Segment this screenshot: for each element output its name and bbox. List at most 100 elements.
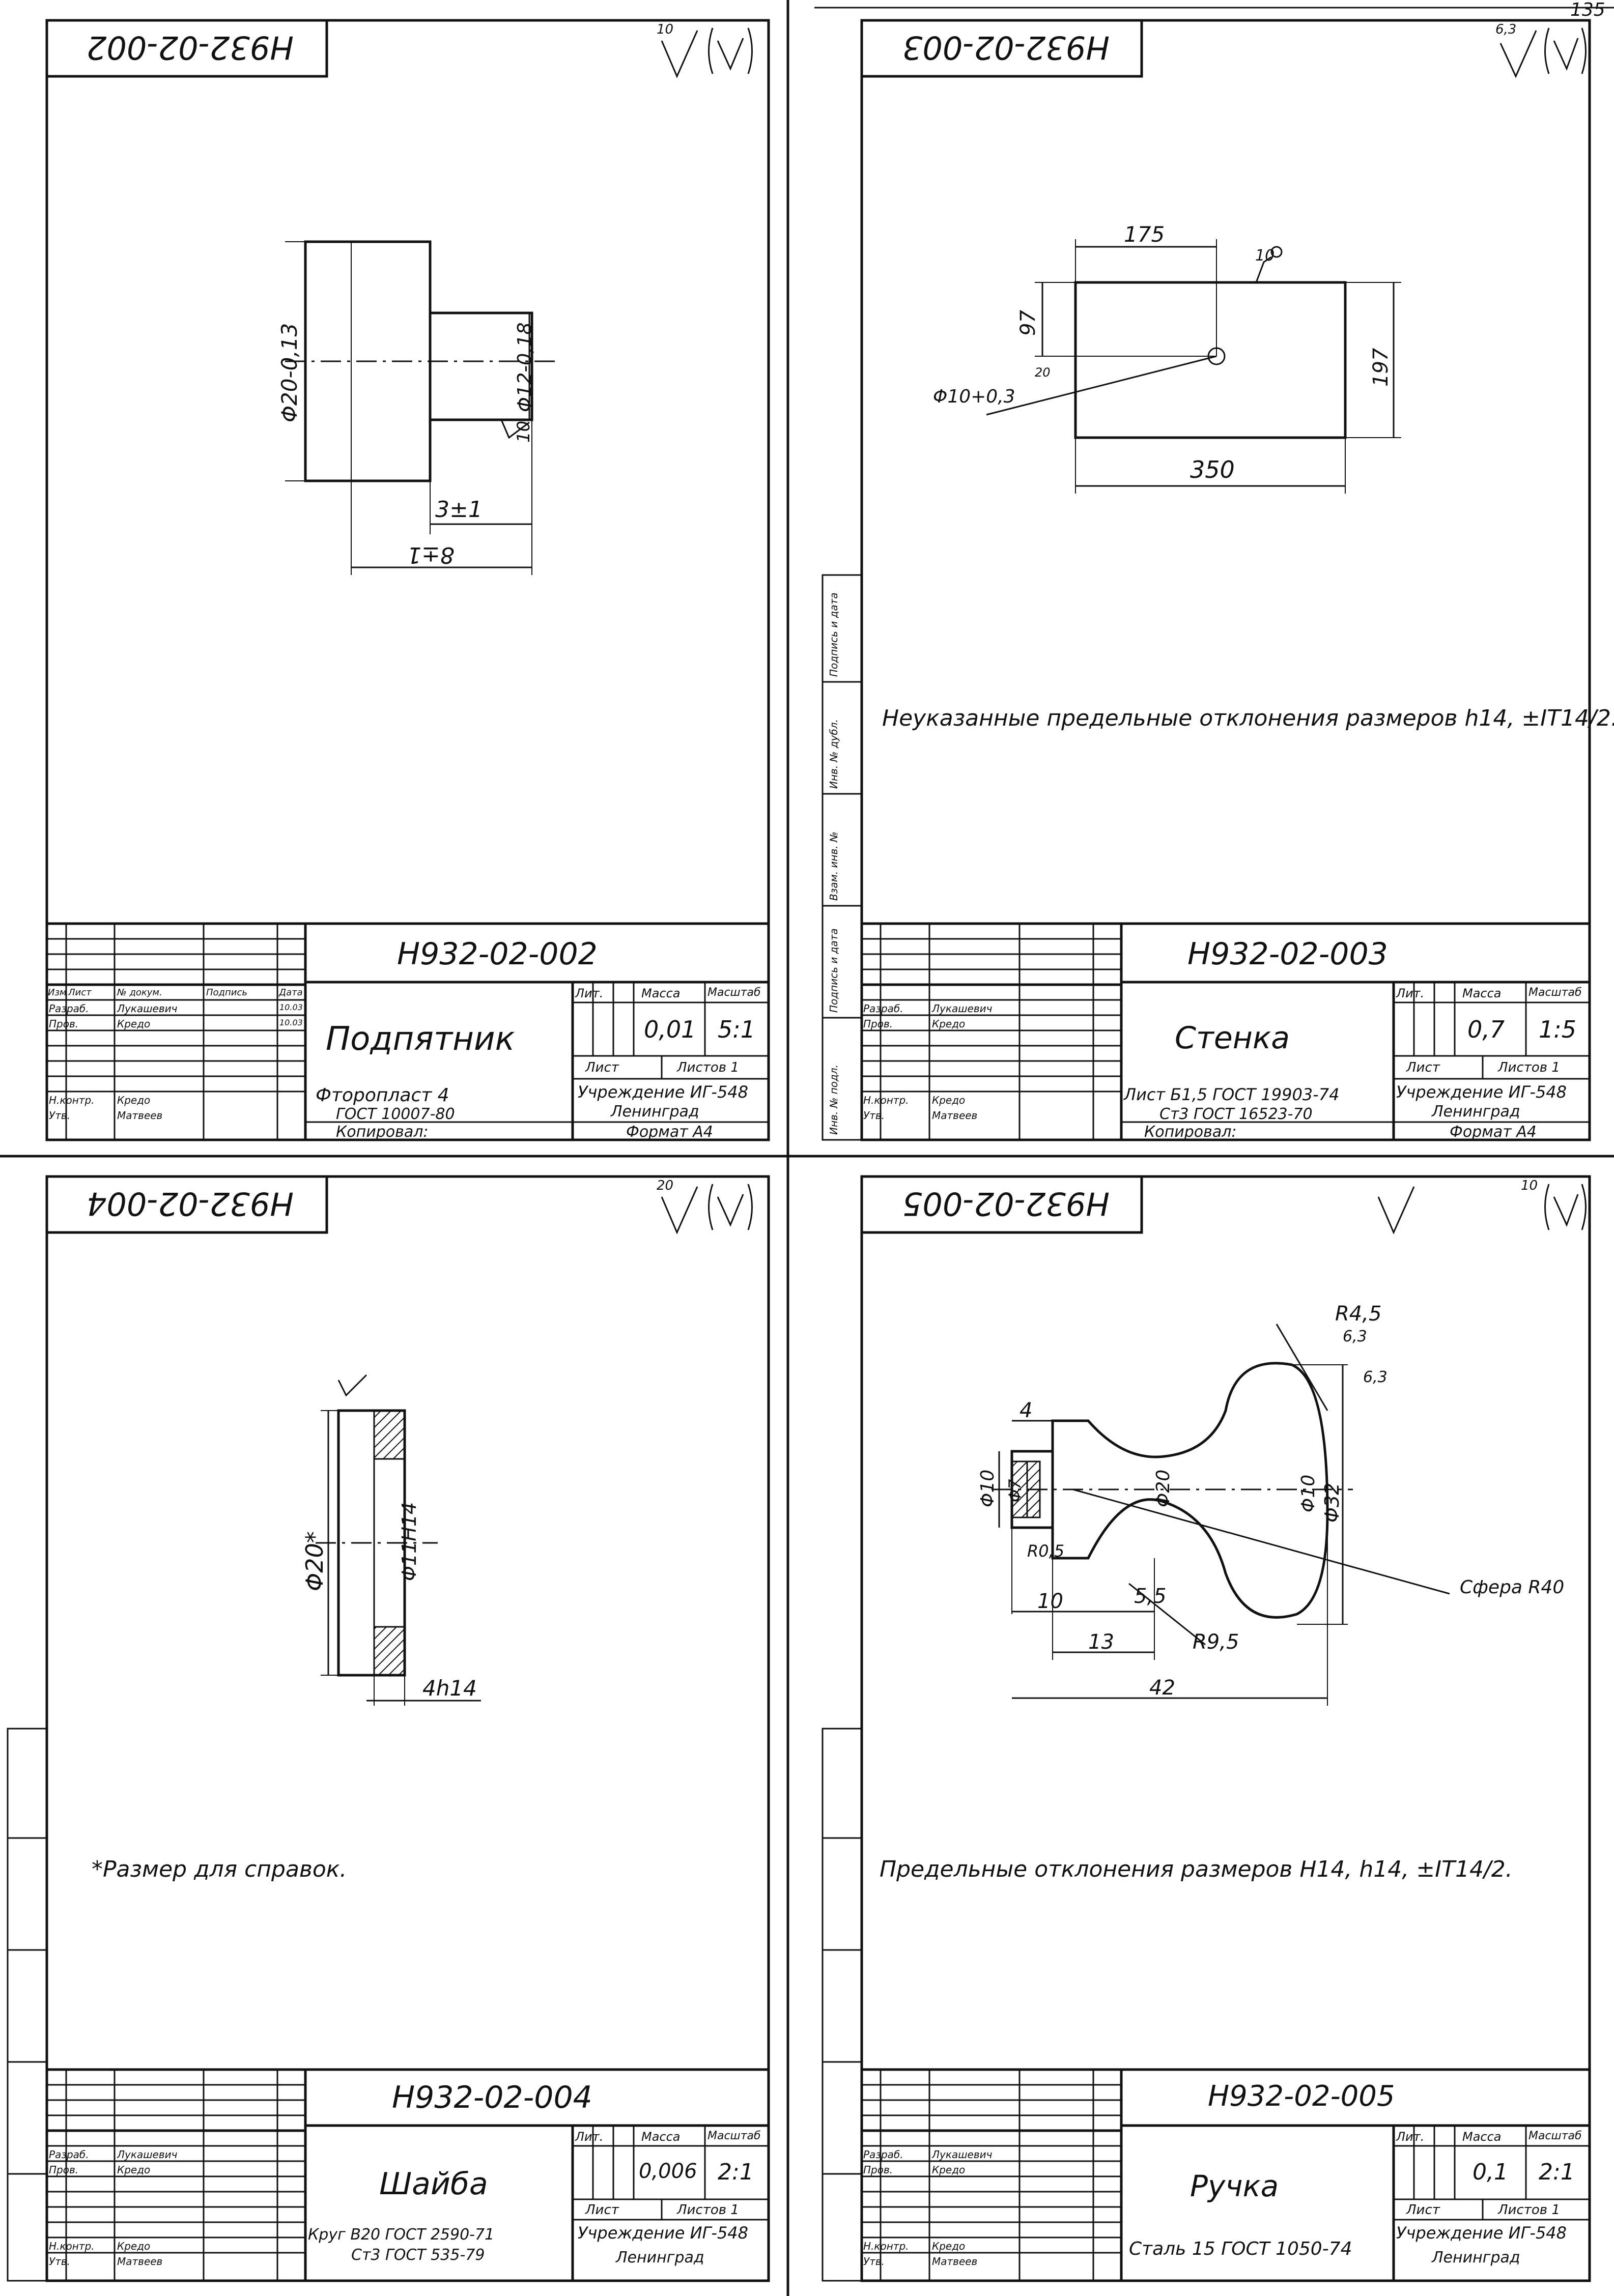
sheet-005-prov-name: Кредо: [932, 2164, 966, 2176]
sheet-002-scale: 5:1: [718, 1016, 756, 1043]
sheet-005-hdr-lit: Лит.: [1396, 2130, 1425, 2144]
sheet-003: H932-02-003 6,3 175 97 197 350 Φ10+0,3 2…: [788, 0, 1614, 1156]
sheet-002-code: H932-02-002: [397, 936, 598, 972]
hdr-date: Дата: [279, 987, 303, 998]
sheet-003-roughness: 6,3: [1495, 22, 1517, 37]
sheet-002-material-2: ГОСТ 10007-80: [336, 1105, 455, 1123]
sheet-004-frame: [7, 1175, 770, 2282]
sheet-003-utv: Утв.: [863, 1109, 885, 1122]
sheet-003-side-4: Инв. № дубл.: [828, 719, 840, 789]
sheet-005-nkontr-name: Кредо: [932, 2240, 966, 2252]
sheet-003-razrab: Разраб.: [863, 1002, 903, 1015]
nkontr-name: Кредо: [117, 1094, 151, 1106]
row-nkontr: Н.контр.: [49, 1094, 95, 1106]
sheet-003-side-2: Подпись и дата: [828, 928, 840, 1013]
sheet-005-material-1: Сталь 15 ГОСТ 1050-74: [1129, 2238, 1352, 2259]
sheet-003-nkontr-name: Кредо: [932, 1094, 966, 1106]
sheet-005-title: Ручка: [1190, 2169, 1279, 2203]
dim-d10: Φ10: [977, 1469, 998, 1507]
row-razrab: Разраб.: [49, 1002, 89, 1015]
sheet-004-roughness: 20: [657, 1178, 674, 1193]
sheet-004-listov: Листов 1: [677, 2202, 739, 2218]
sheet-002-format: Формат А4: [626, 1123, 713, 1141]
sheet-002-code-box: H932-02-002: [87, 29, 294, 66]
sheet-004-razrab-name: Лукашевич: [117, 2148, 178, 2161]
prov-name: Кредо: [117, 1018, 151, 1030]
sheet-003-frame: [822, 19, 1591, 1141]
sheet-002-org-2: Ленинград: [611, 1103, 699, 1121]
dim-8: 8±1: [407, 542, 455, 568]
sheet-005-code: H932-02-005: [1208, 2080, 1395, 2113]
sheet-003-material-2: Ст3 ГОСТ 16523-70: [1159, 1105, 1313, 1123]
sheet-005-org-1: Учреждение ИГ-548: [1396, 2223, 1567, 2243]
sheet-002-list: Лист: [585, 1060, 619, 1075]
sheet-004-org-2: Ленинград: [616, 2249, 704, 2266]
dim-hole: Φ10+0,3: [933, 386, 1015, 407]
hdr-lit: Лит.: [575, 986, 604, 1000]
page-number: 135: [1570, 0, 1605, 20]
sheet-005-roughness: 10: [1521, 1178, 1538, 1193]
dim-sphere: Сфера R40: [1460, 1577, 1565, 1598]
sheet-004-code-box: H932-02-004: [87, 1185, 294, 1222]
utv-name: Матвеев: [117, 1109, 163, 1122]
dim-r20: 20: [1035, 365, 1051, 380]
dim-r05: R0,5: [1027, 1541, 1065, 1561]
sheet-004-material-1: Круг В20 ГОСТ 2590-71: [308, 2226, 495, 2244]
part-003-plate: [1074, 281, 1347, 439]
sheet-005-org-2: Ленинград: [1432, 2249, 1520, 2266]
dim-42: 42: [1149, 1676, 1175, 1700]
dim-d20: Φ20-0,13: [277, 323, 302, 422]
dim-97: 97: [1016, 310, 1040, 336]
sheet-004-razrab: Разраб.: [49, 2148, 89, 2161]
dim-197: 197: [1369, 348, 1393, 387]
hdr-doc: № докум.: [117, 987, 162, 998]
sheet-005-scale: 2:1: [1539, 2159, 1575, 2185]
sheet-003-list: Лист: [1406, 1060, 1440, 1075]
dim-3: 3±1: [435, 497, 483, 523]
dim-d12: Φ12-0,18: [514, 322, 536, 412]
sheet-005-utv: Утв.: [863, 2255, 885, 2268]
dim-r10: 10: [514, 420, 534, 443]
dim-d7: Φ7: [1005, 1479, 1025, 1502]
sheet-005: H932-02-005 10 R4,5 6,3 6,3 4 Φ10 Φ7 Φ20…: [788, 1156, 1614, 2296]
sheet-003-org-1: Учреждение ИГ-548: [1396, 1082, 1567, 1102]
sheet-004-org-1: Учреждение ИГ-548: [578, 2223, 749, 2243]
dim-175: 175: [1124, 222, 1165, 247]
sheet-002-frame: [45, 19, 770, 1141]
dim-r45: R4,5: [1335, 1302, 1382, 1326]
sheet-003-side-5: Подпись и дата: [828, 592, 840, 677]
sheet-002-listov: Листов 1: [677, 1060, 739, 1075]
part-005-body: [1051, 1362, 1329, 1619]
dim-d10b: Φ10: [1298, 1474, 1319, 1512]
part-002-boss: [429, 311, 533, 421]
sheet-004-utv-name: Матвеев: [117, 2255, 163, 2268]
sheet-005-frame: [822, 1175, 1591, 2282]
sheet-004-note: *Размер для справок.: [92, 1856, 347, 1882]
sheet-003-format: Формат А4: [1450, 1123, 1537, 1141]
date-2: 10.03: [279, 1018, 303, 1027]
dim-d20: Φ20: [1153, 1469, 1174, 1507]
dim-4h14: 4h14: [422, 1676, 477, 1701]
sheet-003-razrab-name: Лукашевич: [932, 1002, 993, 1015]
sheet-004-prov: Пров.: [49, 2164, 79, 2176]
sheet-004-hdr-lit: Лит.: [575, 2130, 604, 2144]
sheet-005-razrab-name: Лукашевич: [932, 2148, 993, 2161]
sheet-004: H932-02-004 20 Φ20* Φ11H14 4h14 *Размер …: [0, 1156, 788, 2296]
sheet-004-hdr-masshtab: Масштаб: [707, 2130, 761, 2142]
sheet-003-side-3: Взам. инв. №: [828, 831, 840, 901]
dim-d20-star: Φ20*: [301, 1531, 328, 1591]
hdr-list: Лист: [68, 987, 92, 998]
sheet-004-nkontr-name: Кредо: [117, 2240, 151, 2252]
hdr-izm: Изм: [48, 987, 67, 998]
sheet-003-hdr-masshtab: Масштаб: [1528, 986, 1582, 999]
sheet-003-prov: Пров.: [863, 1018, 893, 1030]
sheet-004-material-2: Ст3 ГОСТ 535-79: [351, 2246, 485, 2264]
sheet-003-material-1: Лист Б1,5 ГОСТ 19903-74: [1124, 1085, 1340, 1104]
hdr-massa: Масса: [641, 986, 681, 1000]
sheet-002-title: Подпятник: [326, 1020, 515, 1058]
dim-4: 4: [1020, 1399, 1033, 1422]
sheet-005-list: Лист: [1406, 2202, 1440, 2218]
sheet-003-code: H932-02-003: [1187, 936, 1388, 972]
sheet-003-utv-name: Матвеев: [932, 1109, 978, 1122]
